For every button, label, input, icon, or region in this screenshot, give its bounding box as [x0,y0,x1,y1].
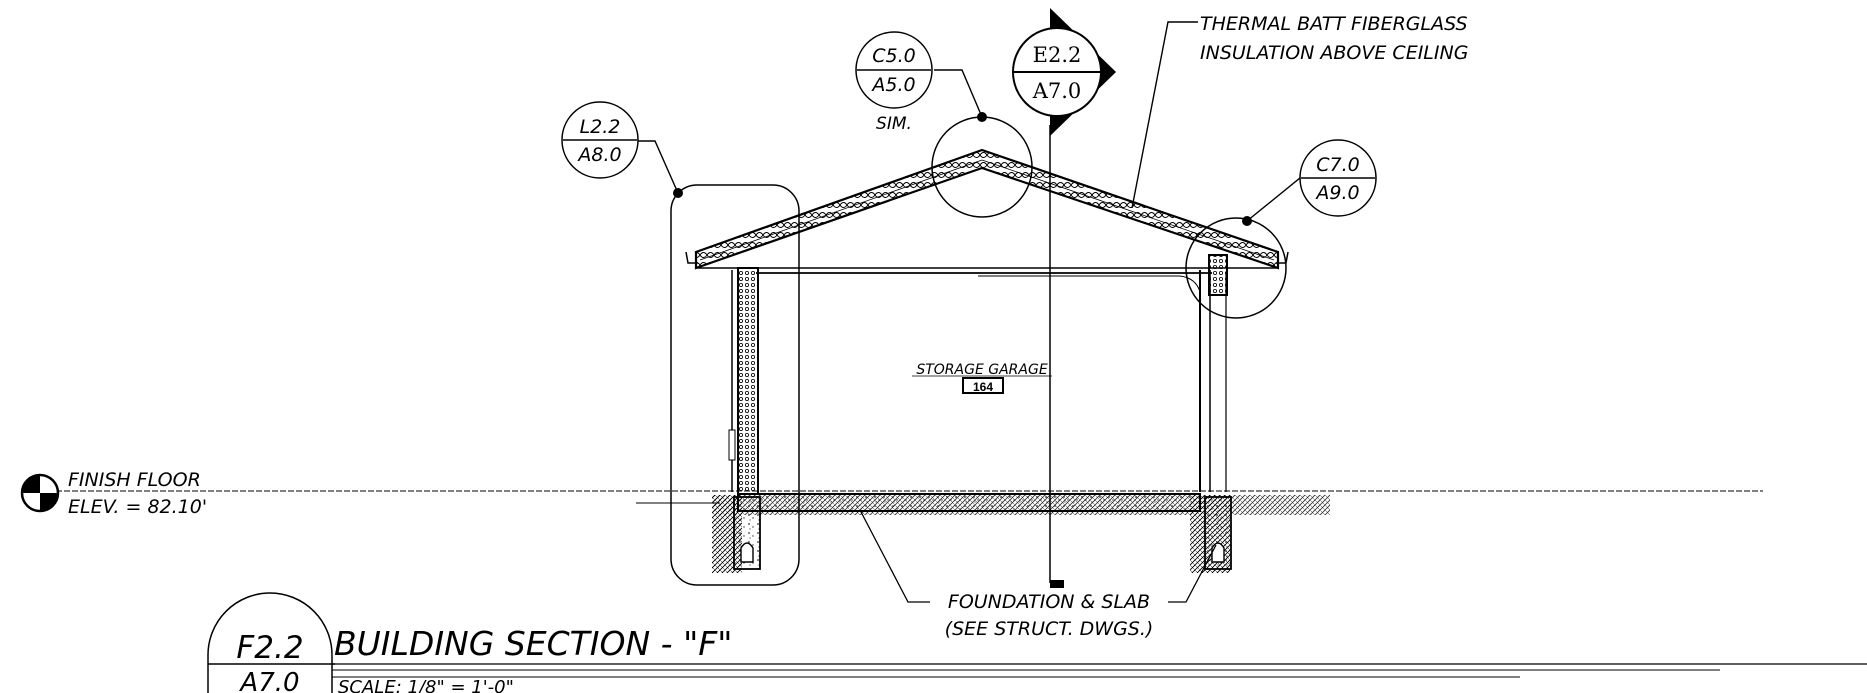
callout-l22[interactable]: L2.2 A8.0 [561,101,639,179]
insulation-leader [1131,21,1198,209]
insulation-note-line1: THERMAL BATT FIBERGLASS [1200,13,1468,35]
callout-c70[interactable]: C7.0 A9.0 [1299,139,1377,217]
section-cut-line [1049,125,1064,588]
wall-left [728,267,759,495]
detail-boundary-c50 [931,69,1033,218]
room-name: STORAGE GARAGE [916,362,1047,378]
insulation-note-line2: INSULATION ABOVE CEILING [1200,42,1468,64]
callout-l22-bottom: A8.0 [576,144,621,166]
ceiling-line [756,272,1212,293]
callout-c50-top: C5.0 [872,45,915,67]
drawing-title: BUILDING SECTION - "F" [334,624,732,663]
callout-l22-top: L2.2 [580,116,621,138]
drawing-scale: SCALE: 1/8" = 1'-0" [338,677,514,693]
floor-label: FINISH FLOOR [68,469,201,491]
section-marker-bottom: A7.0 [1032,79,1082,103]
callout-c70-bottom: A9.0 [1314,182,1359,204]
section-marker-top: E2.2 [1033,43,1082,67]
detail-boundary-l22 [638,140,800,586]
callout-c70-top: C7.0 [1316,154,1359,176]
room-number: 164 [973,380,993,394]
drawing-title-block: F2.2 A7.0 BUILDING SECTION - "F" SCALE: … [207,592,1867,693]
roof [685,148,1289,270]
finish-floor-line [24,490,1763,504]
elevation-datum-icon [20,473,60,513]
elevation-marker[interactable]: FINISH FLOOR ELEV. = 82.10' [20,469,207,518]
callout-c50-note: SIM. [876,114,912,134]
room-tag[interactable]: STORAGE GARAGE 164 [912,362,1052,394]
floor-elevation: ELEV. = 82.10' [68,496,207,518]
footing-left [733,496,761,570]
wall-right [1199,254,1228,492]
title-sheet-number: A7.0 [238,668,299,693]
section-marker-e22[interactable]: E2.2 A7.0 [1012,8,1116,136]
title-detail-number: F2.2 [236,630,303,666]
foundation-note-line1: FOUNDATION & SLAB [948,591,1150,613]
floor-slab [737,493,1201,512]
foundation-note-line2: (SEE STRUCT. DWGS.) [945,618,1154,640]
foundation-leaders [859,509,1217,603]
callout-c50-bottom: A5.0 [870,74,915,96]
callout-c50[interactable]: C5.0 A5.0 SIM. [855,31,933,134]
